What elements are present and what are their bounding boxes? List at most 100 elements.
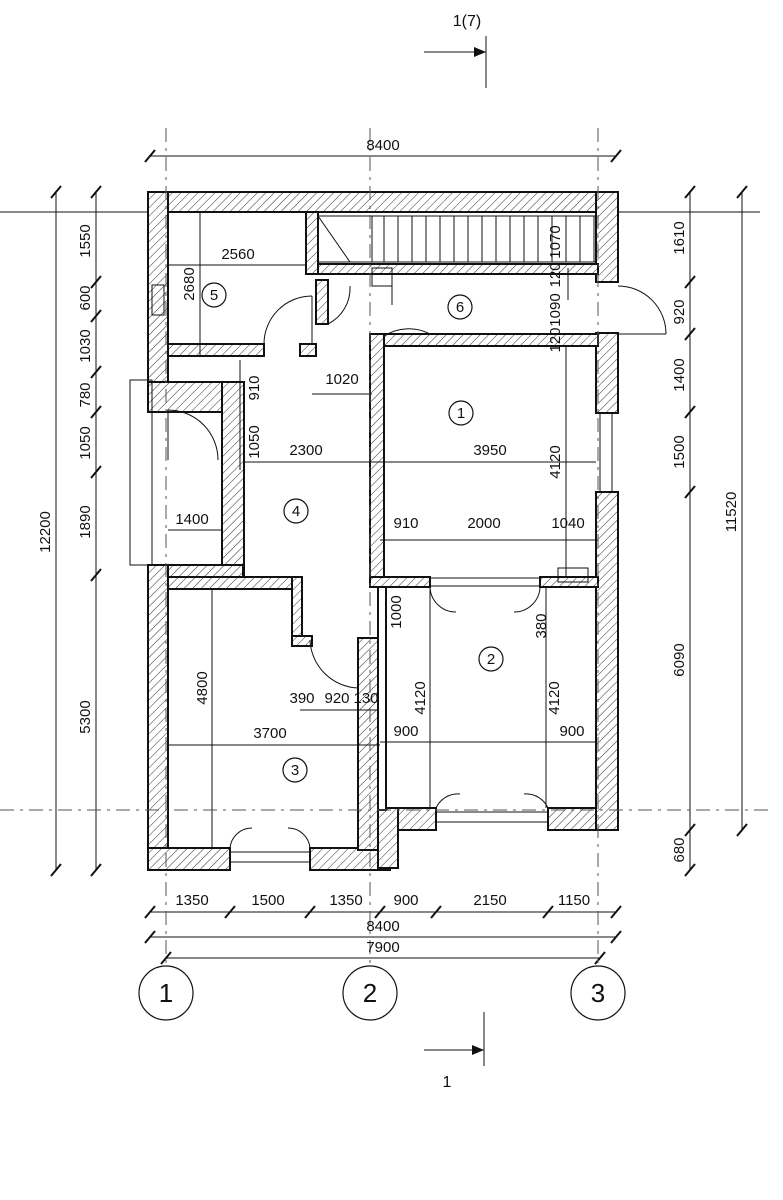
door-r3 (309, 639, 359, 689)
dim-corr-1020: 1020 (325, 371, 358, 388)
dim-tick (90, 465, 102, 479)
wall-top (147, 191, 619, 213)
dim-tick (160, 951, 172, 965)
dim-r4-1000: 1000 (388, 595, 405, 628)
dimension-texts: 8400 1350 1500 1350 900 2150 1150 8400 7… (37, 137, 740, 956)
dim-left-1: 1550 (77, 224, 94, 257)
wall-r3-jog2 (291, 635, 313, 647)
wall-r3-top (167, 576, 299, 590)
room-label-3: 3 (291, 762, 299, 779)
wall-r5-bottom-b (299, 343, 317, 357)
dim-tick (144, 930, 156, 944)
room-label-1: 1 (457, 405, 465, 422)
wall-r2-left (377, 586, 387, 811)
dim-tick (736, 185, 748, 199)
dim-entry-1400: 1400 (175, 511, 208, 528)
axis-bubble-3 (570, 965, 626, 1021)
room-labels: 5 6 1 4 2 3 (201, 282, 504, 783)
dim-bottom-6: 1150 (558, 892, 590, 909)
door-r2-bottom-a (435, 793, 461, 809)
dim-left-4: 780 (77, 382, 94, 407)
dim-corr-1050: 1050 (246, 425, 263, 458)
dim-right-5: 6090 (671, 643, 688, 676)
dim-left-overall: 12200 (37, 511, 54, 553)
dim-r3-920: 920 (324, 690, 349, 707)
dim-stair-120b: 120 (547, 327, 564, 352)
wall-r5-post (315, 279, 329, 325)
wall-right-a (595, 191, 619, 283)
dim-r1-1040: 1040 (551, 515, 584, 532)
dim-r2-380: 380 (533, 613, 550, 638)
dim-tick (90, 309, 102, 323)
dim-tick (684, 275, 696, 289)
dim-bottom-5: 2150 (473, 892, 506, 909)
wall-step-b (377, 807, 399, 869)
dim-left-3: 1030 (77, 329, 94, 362)
dim-tick (736, 823, 748, 837)
dim-stair-1070: 1070 (547, 225, 564, 258)
dim-tick (610, 930, 622, 944)
dim-r1-3950: 3950 (473, 442, 506, 459)
wall-r5-bottom-a (167, 343, 265, 357)
door-r1-bottom-b (513, 587, 541, 613)
dim-r3-130: 130 (353, 690, 378, 707)
dim-bottom-2: 1500 (251, 892, 284, 909)
window-r3 (229, 851, 311, 863)
window-r1 (429, 577, 541, 587)
dim-corr-910: 910 (246, 375, 263, 400)
dim-left-2: 600 (77, 285, 94, 310)
wall-r3-jog (291, 576, 303, 642)
dim-tick (50, 185, 62, 199)
wall-bottom-a (147, 847, 231, 871)
dim-tick (144, 905, 156, 919)
staircase (317, 215, 596, 305)
dim-tick (684, 185, 696, 199)
door-r2-bottom-b (523, 793, 549, 809)
dim-r4-900: 900 (393, 723, 418, 740)
dim-r2-900: 900 (559, 723, 584, 740)
door-r1-top (383, 328, 431, 337)
wall-stair-bottom (317, 263, 599, 275)
dim-bottom-3: 1350 (329, 892, 362, 909)
dim-tick (684, 485, 696, 499)
exterior-dims (0, 149, 760, 959)
dim-right-2: 920 (671, 299, 688, 324)
dim-r4-4120: 4120 (412, 681, 429, 714)
dim-room5-width: 2560 (221, 246, 254, 263)
dim-bottom-overall: 8400 (366, 918, 399, 935)
wall-right-b (595, 332, 619, 414)
interior-dims (168, 212, 598, 848)
wall-entry-right (221, 381, 245, 583)
dim-r1-4120: 4120 (547, 445, 564, 478)
dim-tick (304, 905, 316, 919)
dim-tick (90, 568, 102, 582)
dim-tick (684, 823, 696, 837)
dim-bottom-1: 1350 (175, 892, 208, 909)
window-r1-right (599, 412, 613, 493)
axis-bubble-1 (138, 965, 194, 1021)
door-stair (327, 285, 351, 325)
door-entry (167, 409, 219, 461)
dim-top-overall: 8400 (366, 137, 399, 154)
dim-stair-1090: 1090 (547, 293, 564, 326)
dim-tick (90, 405, 102, 419)
dim-tick (50, 863, 62, 877)
dim-right-1: 1610 (671, 221, 688, 254)
dim-room5-height: 2680 (181, 267, 198, 300)
dim-bottom-axes: 7900 (366, 939, 399, 956)
axis-label-1: 1 (159, 978, 173, 1008)
dim-left-5: 1050 (77, 426, 94, 459)
dim-tick (90, 863, 102, 877)
dim-r1-2000: 2000 (467, 515, 500, 532)
door-exterior (617, 285, 667, 335)
dim-right-4: 1500 (671, 435, 688, 468)
room-label-5: 5 (210, 287, 218, 304)
wall-right-c (595, 491, 619, 831)
dim-right-6: 680 (671, 837, 688, 862)
dim-tick (610, 905, 622, 919)
dim-tick (542, 905, 554, 919)
dim-r3-4800: 4800 (194, 671, 211, 704)
dim-tick (224, 905, 236, 919)
door-r3-bottom-b (287, 827, 311, 849)
